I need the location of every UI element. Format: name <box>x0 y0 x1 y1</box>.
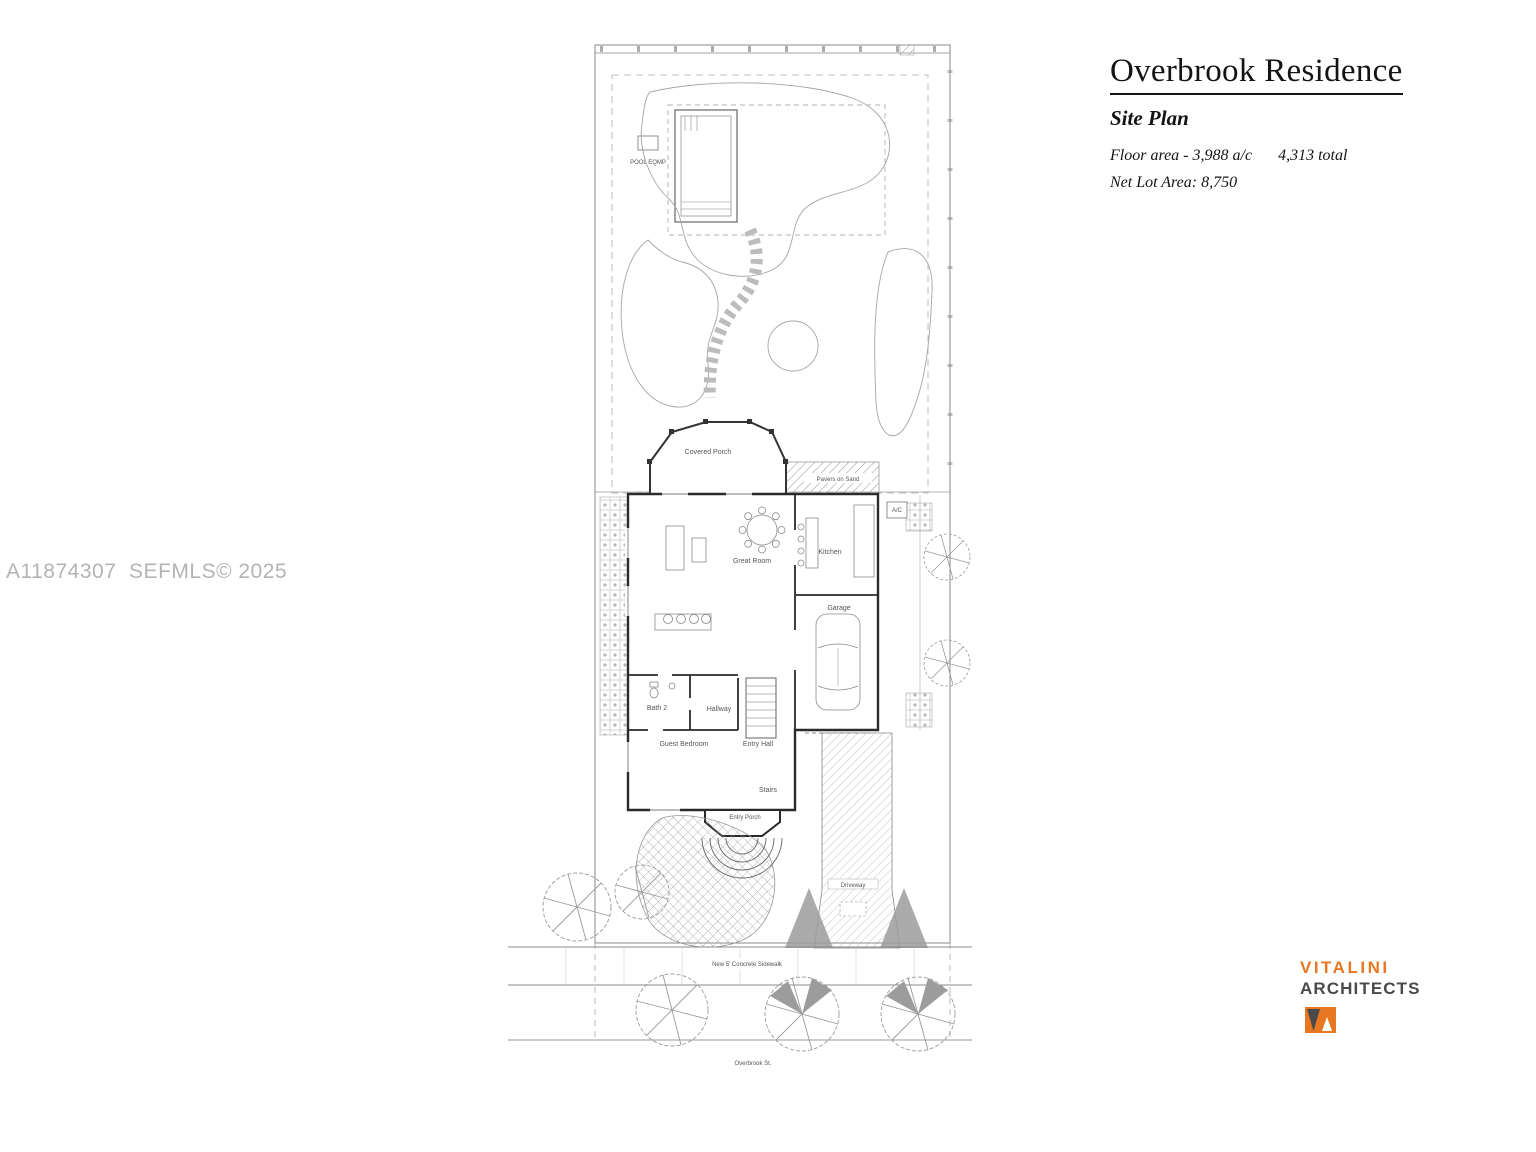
covered-porch-label: Covered Porch <box>685 449 732 456</box>
sidewalk: New 5' Concrete Sidewalk <box>508 946 972 986</box>
kitchen-label: Kitchen <box>818 549 841 556</box>
vitalini-logo-icon <box>1305 1007 1336 1033</box>
pool-equipment: POOL EQMP <box>630 135 666 166</box>
great-room-label: Great Room <box>733 558 771 565</box>
floor-area-total: 4,313 total <box>1278 147 1348 164</box>
project-title: Overbrook Residence <box>1110 53 1403 95</box>
net-lot-area-line: Net Lot Area: 8,750 <box>1110 174 1238 191</box>
pavers-on-sand: Pavers on Sand <box>784 461 880 495</box>
stairs-label: Stairs <box>759 787 777 794</box>
stairs-block <box>745 677 777 739</box>
windows <box>625 491 752 813</box>
entry-porch-label: Entry Porch <box>729 815 760 821</box>
bath2-label: Bath 2 <box>647 705 667 712</box>
site-plan-drawing: POOL EQMP Pavers on Sand <box>508 44 972 1067</box>
ac-label: A/C <box>892 508 903 514</box>
pavers-on-sand-label: Pavers on Sand <box>817 477 860 483</box>
driveway-label: Driveway <box>841 883 866 889</box>
stepping-stone-path <box>703 227 763 399</box>
firm-logo-icon <box>1300 1005 1421 1040</box>
street: Overbrook St. <box>508 1039 972 1067</box>
ac-unit: A/C <box>886 501 908 519</box>
mls-watermark: A11874307 SEFMLS© 2025 <box>6 560 288 583</box>
garage-label: Garage <box>827 605 850 612</box>
sheet-title: Site Plan <box>1110 106 1189 130</box>
street-trees <box>542 864 956 1052</box>
entry-hall-label: Entry Hall <box>743 741 774 748</box>
street-label: Overbrook St. <box>734 1061 771 1067</box>
interior-walls <box>628 494 878 731</box>
floor-area-value: Floor area - 3,988 a/c <box>1110 147 1253 164</box>
pool-eqmp-label: POOL EQMP <box>630 160 666 166</box>
covered-porch: Covered Porch <box>647 419 788 495</box>
entry-walkway: Entry Porch <box>635 811 783 948</box>
entry-steps <box>701 837 783 879</box>
landscape-paths <box>620 82 933 437</box>
driveway: Driveway <box>813 732 901 949</box>
floor-area-line: Floor area - 3,988 a/c 4,313 total <box>1110 147 1403 165</box>
sidewalk-label: New 5' Concrete Sidewalk <box>712 962 783 968</box>
firm-type: ARCHITECTS <box>1300 979 1421 998</box>
firm-name: VITALINI <box>1300 958 1390 977</box>
car <box>815 613 861 711</box>
room-labels: Great Room Kitchen Garage Bath 2 Hallway… <box>647 549 851 794</box>
title-block: Overbrook Residence Site Plan Floor area… <box>1110 53 1403 192</box>
sight-triangles <box>785 888 928 948</box>
hallway-label: Hallway <box>707 706 732 713</box>
furniture <box>649 504 875 711</box>
house-outline <box>625 491 880 837</box>
pool <box>667 104 886 236</box>
tree <box>923 533 971 687</box>
architect-logo-block: VITALINI ARCHITECTS <box>1300 958 1421 1040</box>
guest-bedroom-label: Guest Bedroom <box>659 741 708 748</box>
